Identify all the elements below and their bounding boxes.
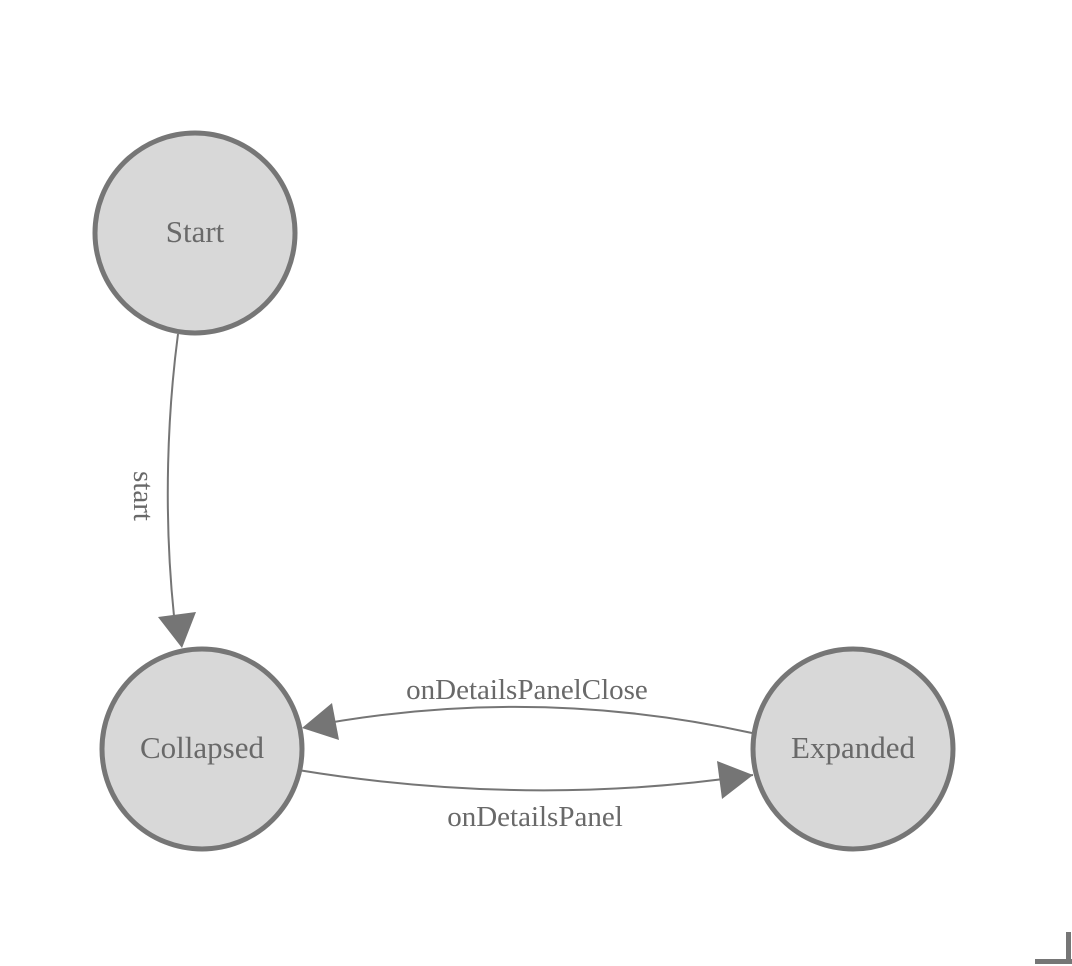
node-start[interactable]: Start [92, 130, 298, 336]
edge-label-start: start [127, 471, 159, 521]
edge-start: start [127, 333, 196, 648]
edge-onDetailsPanelClose: onDetailsPanelClose [302, 674, 753, 740]
edge-onDetailsPanel-path [297, 769, 754, 792]
edge-onDetailsPanelClose-path [305, 705, 753, 734]
node-start-circle[interactable] [92, 130, 298, 336]
arrowhead-icon [302, 703, 339, 740]
arrowhead-icon [717, 761, 753, 799]
canvas-corner-border-vertical [1066, 932, 1071, 964]
arrowhead-icon [158, 612, 196, 648]
canvas-corner-border-horizontal [1035, 959, 1072, 964]
canvas-corner-border [1035, 932, 1072, 964]
node-expanded-circle[interactable] [750, 646, 956, 852]
edge-start-path [166, 333, 179, 617]
node-collapsed-circle[interactable] [99, 646, 305, 852]
node-collapsed-label: Collapsed [140, 730, 264, 765]
node-expanded-label: Expanded [791, 730, 915, 765]
edge-onDetailsPanel: onDetailsPanel [297, 761, 754, 833]
node-collapsed[interactable]: Collapsed [99, 646, 305, 852]
edge-label-onDetailsPanelClose: onDetailsPanelClose [406, 674, 648, 706]
edge-label-onDetailsPanel: onDetailsPanel [447, 801, 623, 833]
node-expanded[interactable]: Expanded [750, 646, 956, 852]
node-start-label: Start [166, 214, 225, 249]
